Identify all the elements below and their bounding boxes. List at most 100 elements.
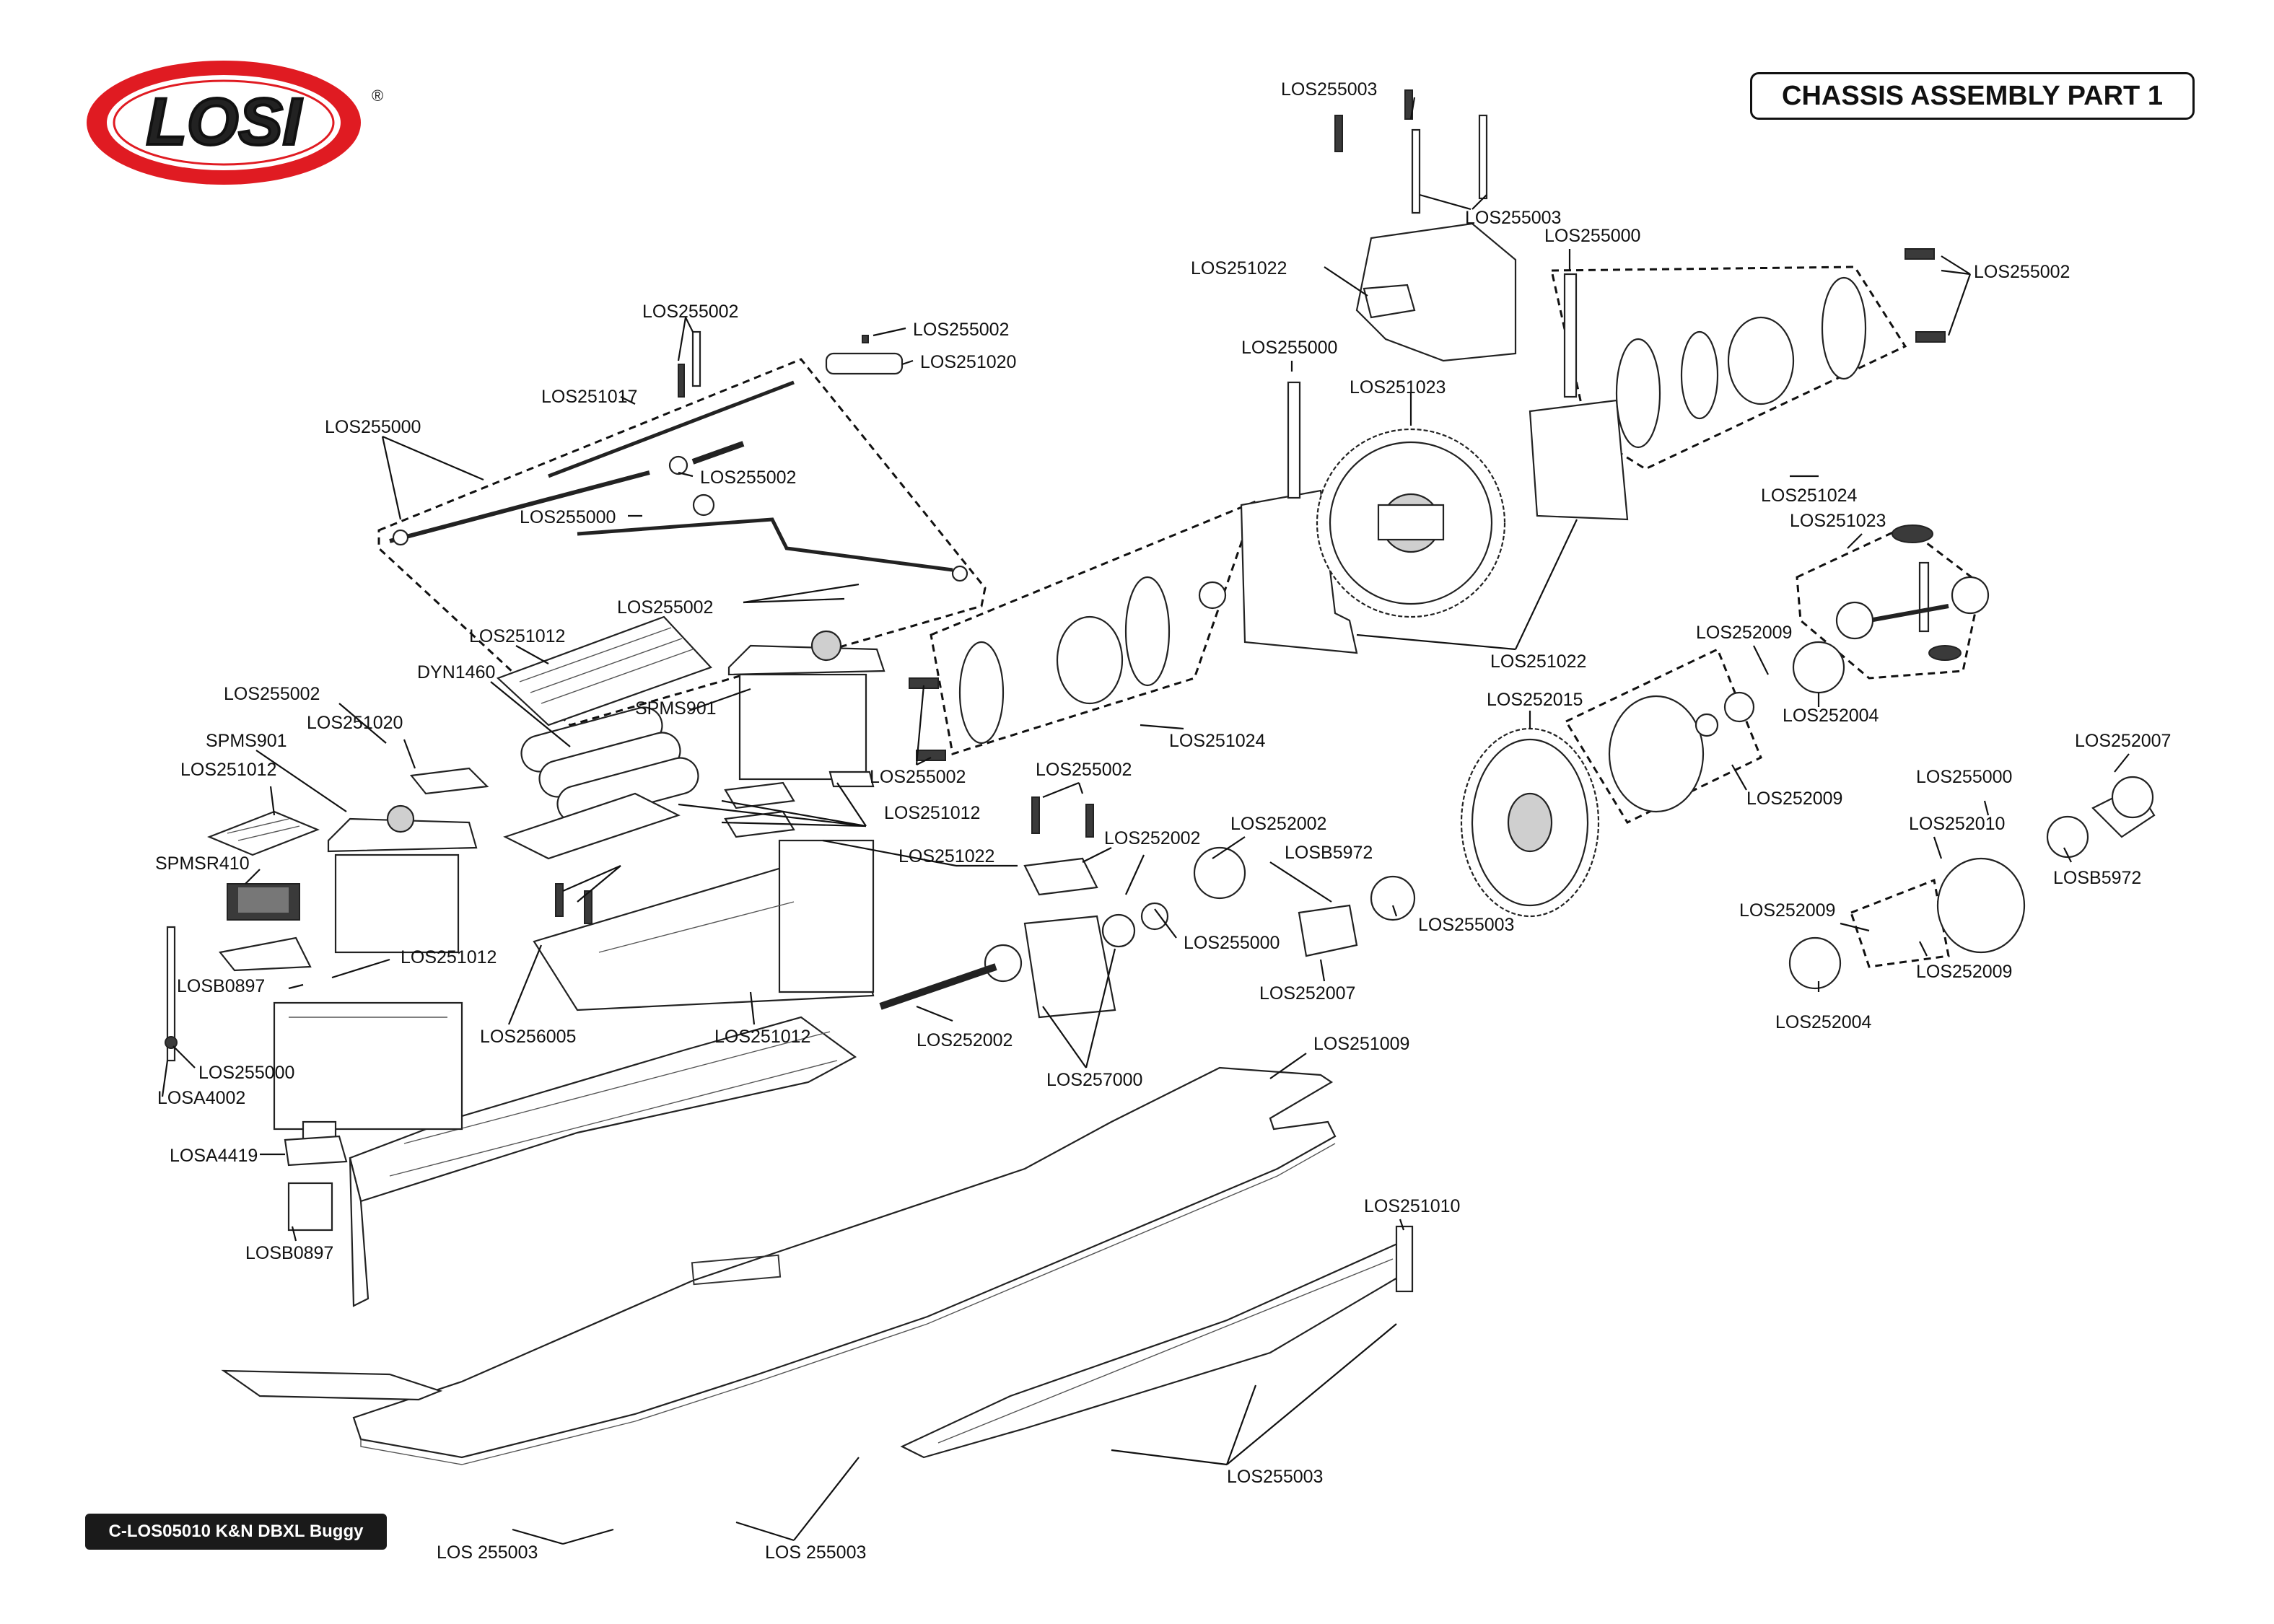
label-l38: LOS251012 bbox=[180, 760, 276, 780]
label-l5: LOS251022 bbox=[1191, 258, 1287, 278]
label-l52: LOSA4002 bbox=[157, 1088, 245, 1108]
label-l49: LOS251012 bbox=[401, 947, 497, 967]
label-l59: LOSB0897 bbox=[245, 1243, 333, 1263]
label-l56: LOS257000 bbox=[1046, 1070, 1142, 1090]
screws bbox=[555, 89, 1946, 924]
center-gearbox-right-half bbox=[1529, 399, 1629, 521]
label-l40: LOS255002 bbox=[1036, 760, 1132, 780]
label-l7: LOS251023 bbox=[1350, 377, 1446, 398]
label-l15: LOS252007 bbox=[2075, 731, 2171, 751]
logo-text: LOSI bbox=[147, 85, 303, 159]
diff-outputs-left bbox=[879, 846, 1416, 1010]
label-l57: LOS251009 bbox=[1313, 1034, 1409, 1054]
label-l23: LOS255002 bbox=[913, 320, 1009, 340]
label-l42: LOS251022 bbox=[898, 846, 994, 866]
label-l34: LOS251024 bbox=[1169, 731, 1266, 751]
registered-mark: ® bbox=[372, 87, 383, 105]
label-l27: LOS255002 bbox=[700, 468, 796, 488]
label-l50: LOSB0897 bbox=[177, 976, 265, 996]
label-l12: LOS252004 bbox=[1783, 706, 1879, 726]
front-bulkhead bbox=[1023, 857, 1116, 1019]
servo-spms901-right bbox=[727, 630, 885, 781]
left-spur-plate-group-outline bbox=[930, 499, 1258, 755]
label-l4: LOS255002 bbox=[1974, 262, 2070, 282]
label-l36: LOS251020 bbox=[307, 713, 403, 733]
label-l25: LOS251017 bbox=[541, 387, 637, 407]
right-side-rail bbox=[900, 1225, 1414, 1459]
left-side-rail bbox=[349, 1016, 857, 1307]
receiver-box-left bbox=[219, 936, 463, 1131]
label-l19: LOS252009 bbox=[1739, 900, 1835, 921]
label-l58: LOSA4419 bbox=[170, 1146, 258, 1166]
losi-logo: LOSI ® bbox=[87, 61, 383, 185]
center-gearbox-left-half bbox=[1240, 489, 1358, 654]
leader-lines bbox=[161, 97, 2130, 1545]
center-slipper-plates-left bbox=[958, 576, 1227, 745]
label-l43: LOS252002 bbox=[1104, 828, 1200, 848]
label-l13: LOS252015 bbox=[1487, 690, 1583, 710]
footer-box: C-LOS05010 K&N DBXL Buggy bbox=[85, 1514, 387, 1550]
title-box: CHASSIS ASSEMBLY PART 1 bbox=[1750, 72, 2195, 120]
label-l44: LOS252002 bbox=[1230, 814, 1326, 834]
label-l55: LOS252002 bbox=[917, 1030, 1013, 1050]
label-l62: LOS 255003 bbox=[437, 1542, 538, 1563]
label-l35: LOS255002 bbox=[870, 767, 966, 787]
center-spur-gear bbox=[1316, 428, 1506, 618]
dashed-group-outlines bbox=[377, 265, 1982, 968]
label-l51: LOS255000 bbox=[198, 1063, 294, 1083]
label-l30: LOS251012 bbox=[469, 626, 565, 646]
label-l31: DYN1460 bbox=[417, 662, 495, 682]
rear-diff-parts bbox=[1788, 776, 2156, 990]
steering-linkage bbox=[389, 352, 968, 582]
label-l32: SPMS901 bbox=[635, 698, 717, 719]
diff-plates bbox=[1608, 691, 1755, 813]
label-l53: LOS256005 bbox=[480, 1027, 576, 1047]
label-l1: LOS255003 bbox=[1281, 79, 1377, 100]
part-labels: LOS255003 LOS255003 LOS255000 LOS255002 … bbox=[155, 79, 2171, 1563]
center-shaft-pins bbox=[1287, 114, 1578, 499]
battery-dyn1460 bbox=[520, 706, 699, 823]
label-l45: LOSB5972 bbox=[1285, 843, 1373, 863]
spur-diff-plate-group-outline bbox=[1564, 647, 1762, 824]
label-l6: LOS255000 bbox=[1241, 338, 1337, 358]
label-l9: LOS251023 bbox=[1790, 511, 1886, 531]
label-l18: LOSB5972 bbox=[2053, 868, 2141, 888]
label-l20: LOS252009 bbox=[1916, 962, 2012, 982]
rear-diff-pin-group-outline bbox=[1850, 878, 1950, 968]
label-l21: LOS252004 bbox=[1775, 1012, 1872, 1032]
receiver-spmsr410 bbox=[227, 883, 300, 921]
antenna-tube bbox=[165, 926, 178, 1062]
center-gearbox-top bbox=[1355, 222, 1517, 362]
center-slipper-plates-right bbox=[1615, 276, 1867, 449]
servo-cover-top bbox=[496, 615, 712, 727]
label-l22: LOS255002 bbox=[642, 302, 738, 322]
label-l60: LOS251010 bbox=[1364, 1196, 1460, 1216]
label-l17: LOS252010 bbox=[1909, 814, 2005, 834]
receiver-cover-left bbox=[207, 810, 320, 856]
label-l61: LOS255003 bbox=[1227, 1467, 1323, 1487]
footer-label: C-LOS05010 K&N DBXL Buggy bbox=[108, 1522, 364, 1541]
center-diff-pins bbox=[1792, 524, 1990, 694]
label-l48: LOS252007 bbox=[1259, 983, 1355, 1004]
label-l16: LOS255000 bbox=[1916, 767, 2012, 787]
label-l41: LOS251012 bbox=[884, 803, 980, 823]
label-l14: LOS252009 bbox=[1746, 789, 1842, 809]
label-l33: LOS255002 bbox=[224, 684, 320, 704]
label-l39: SPMSR410 bbox=[155, 853, 250, 874]
label-l10: LOS251022 bbox=[1490, 651, 1586, 672]
servo-spms901-left bbox=[327, 767, 489, 954]
label-l46: LOS255003 bbox=[1418, 915, 1514, 935]
right-spur-plate-group-outline bbox=[1550, 265, 1907, 470]
page-title: CHASSIS ASSEMBLY PART 1 bbox=[1782, 80, 2163, 111]
label-l29: LOS255002 bbox=[617, 597, 713, 618]
label-l54: LOS251012 bbox=[714, 1027, 810, 1047]
label-l37: SPMS901 bbox=[206, 731, 287, 751]
label-l28: LOS255000 bbox=[520, 507, 616, 527]
switch-parts bbox=[284, 1120, 348, 1232]
diff-spur-gear bbox=[1460, 727, 1600, 918]
label-l47: LOS255000 bbox=[1184, 933, 1280, 953]
chassis-plate bbox=[221, 1066, 1337, 1465]
label-l2: LOS255003 bbox=[1465, 208, 1561, 228]
label-l63: LOS 255003 bbox=[765, 1542, 866, 1563]
